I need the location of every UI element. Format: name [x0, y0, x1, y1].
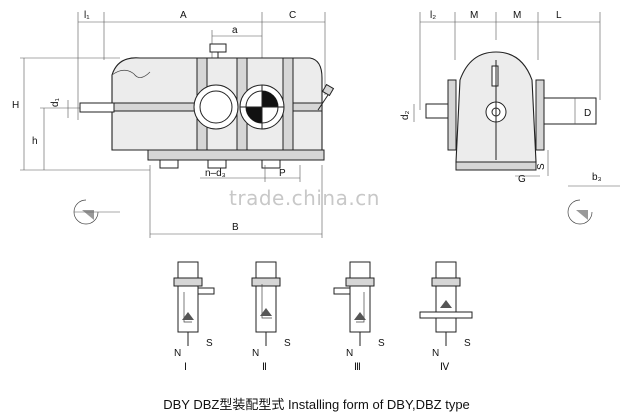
label-S: S — [536, 163, 547, 170]
label-l2: l₂ — [430, 10, 436, 21]
form-4-S: S — [464, 338, 471, 349]
side-view: l₂ M M L d₂ D G S b₃ — [400, 10, 620, 225]
label-a: a — [232, 25, 238, 36]
label-D: D — [584, 108, 591, 119]
form-3-S: S — [378, 338, 385, 349]
label-b3: b₃ — [592, 172, 602, 183]
installing-form-2: N S Ⅱ — [251, 261, 291, 373]
label-M1: M — [470, 10, 478, 21]
label-P: P — [279, 168, 286, 179]
form-4-N: N — [432, 348, 439, 359]
label-d2: d₂ — [400, 110, 411, 120]
figure-caption: DBY DBZ型装配型式 Installing form of DBY,DBZ … — [163, 397, 470, 412]
form-2-roman: Ⅱ — [262, 362, 267, 373]
label-G: G — [518, 174, 526, 185]
form-2-S: S — [284, 338, 291, 349]
label-H: H — [12, 100, 19, 111]
label-M2: M — [513, 10, 521, 21]
label-l1: l₁ — [84, 10, 90, 21]
label-A: A — [180, 10, 187, 21]
watermark: trade.china.cn — [229, 186, 380, 210]
form-4-roman: Ⅳ — [440, 362, 450, 373]
front-view: l₁ A C a H h d₁ n–d₃ P B — [12, 10, 335, 238]
form-3-N: N — [346, 348, 353, 359]
label-B: B — [232, 222, 239, 233]
label-C: C — [289, 10, 296, 21]
label-n-d3: n–d₃ — [205, 168, 226, 179]
form-1-S: S — [206, 338, 213, 349]
form-1-roman: Ⅰ — [184, 362, 187, 373]
installing-form-3: N S Ⅲ — [333, 261, 385, 373]
form-3-roman: Ⅲ — [354, 362, 361, 373]
installing-form-4: N S Ⅳ — [419, 261, 473, 373]
label-h: h — [32, 136, 38, 147]
form-2-N: N — [252, 348, 259, 359]
label-d1: d₁ — [50, 97, 61, 107]
installing-form-1: N S Ⅰ — [173, 261, 215, 373]
form-1-N: N — [174, 348, 181, 359]
label-L: L — [556, 10, 562, 21]
